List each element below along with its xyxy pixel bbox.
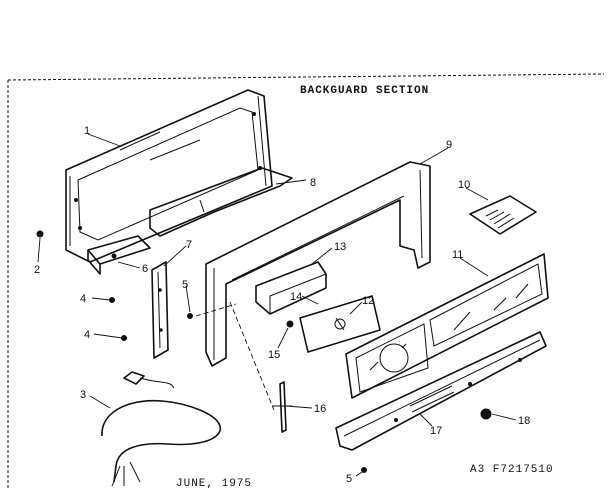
callout-9: 9 bbox=[446, 139, 452, 151]
callout-14: 14 bbox=[290, 291, 302, 303]
rear-panel-part-1 bbox=[65, 89, 273, 263]
callout-11: 11 bbox=[452, 249, 463, 261]
assembly-guides bbox=[195, 301, 275, 411]
callout-12: 12 bbox=[362, 295, 374, 307]
callout-6: 6 bbox=[142, 263, 148, 275]
callout-2: 2 bbox=[34, 264, 40, 276]
callout-16: 16 bbox=[314, 403, 326, 415]
screw-part-4-lower bbox=[121, 335, 127, 341]
clock-panel-part-12 bbox=[299, 295, 381, 353]
part-code-label: A3 F7217510 bbox=[470, 464, 554, 476]
rod-part-16 bbox=[272, 381, 292, 433]
screw-part-5-upper bbox=[187, 313, 193, 319]
clock-cover-part-13 bbox=[255, 261, 327, 315]
callout-4-upper: 4 bbox=[80, 293, 86, 305]
leader-lines bbox=[37, 133, 517, 477]
callout-7: 7 bbox=[186, 239, 192, 251]
power-cord-part-3 bbox=[101, 371, 221, 487]
diagram-border bbox=[7, 73, 605, 488]
screw-part-5-lower bbox=[361, 467, 367, 473]
callout-5-upper: 5 bbox=[182, 279, 188, 291]
screw-part-4-upper bbox=[109, 297, 115, 303]
callout-5-lower: 5 bbox=[346, 473, 352, 485]
callout-13: 13 bbox=[334, 241, 346, 253]
callout-10: 10 bbox=[458, 179, 470, 191]
main-backguard-part-9 bbox=[205, 161, 431, 367]
callout-1: 1 bbox=[84, 125, 90, 137]
control-strip-part-17 bbox=[335, 331, 547, 451]
callout-labels: 1 2 3 4 4 5 5 6 7 8 9 10 11 12 13 14 15 … bbox=[34, 125, 530, 485]
bracket-part-6 bbox=[87, 235, 151, 275]
vertical-strip-part-7 bbox=[151, 261, 169, 359]
knob-part-18 bbox=[480, 408, 492, 420]
date-label: JUNE, 1975 bbox=[176, 478, 252, 489]
callout-3: 3 bbox=[80, 389, 86, 401]
trim-strip-part-8 bbox=[149, 167, 293, 237]
diagram-title: BACKGUARD SECTION bbox=[300, 85, 429, 97]
callout-17: 17 bbox=[430, 425, 442, 437]
clock-knob-part-15 bbox=[286, 320, 294, 328]
callout-18: 18 bbox=[518, 415, 530, 427]
oven-window-part-11 bbox=[345, 253, 549, 399]
screw-part-2 bbox=[36, 230, 44, 238]
decal-sheet-part-10 bbox=[469, 195, 537, 235]
callout-4-lower: 4 bbox=[84, 329, 90, 341]
callout-15: 15 bbox=[268, 349, 280, 361]
callout-8: 8 bbox=[310, 177, 316, 189]
